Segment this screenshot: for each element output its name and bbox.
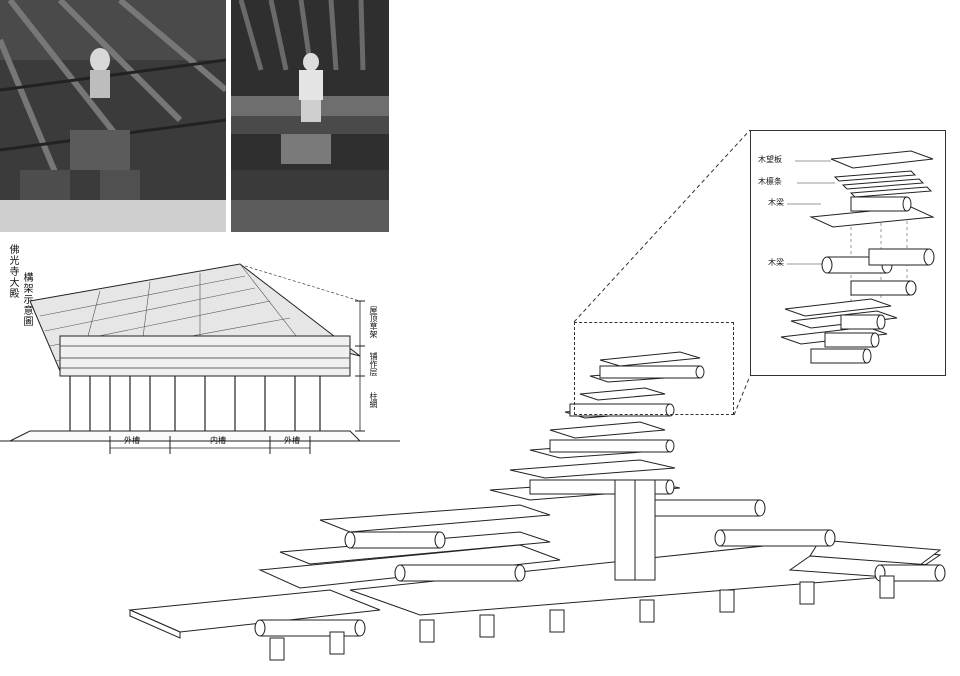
detail-label-beam-lower: 木梁: [768, 258, 784, 267]
section-title: 佛光寺大殿: [7, 244, 18, 299]
bay-label-outer-left: 外槽: [124, 436, 140, 445]
axonometric-structure-model: [120, 320, 960, 672]
hall-section-drawing: [0, 236, 400, 466]
label-bracket-layer: 铺作层: [369, 352, 378, 376]
label-roof-frame: 屋顶草架: [369, 306, 378, 338]
detail-label-purlin: 木檩条: [758, 177, 782, 186]
label-column-grid: 柱網: [369, 392, 378, 408]
zoom-region-frame: [574, 322, 734, 415]
bay-label-inner: 内槽: [210, 436, 226, 445]
detail-label-roof-board: 木望板: [758, 155, 782, 164]
exploded-detail-box: [750, 130, 946, 376]
bay-label-outer-right: 外槽: [284, 436, 300, 445]
historical-photo-person-on-beam: [231, 0, 389, 232]
section-subtitle: 構架示意圖: [21, 272, 32, 327]
detail-label-beam-upper: 木梁: [768, 198, 784, 207]
historical-photo-roof-interior: [0, 0, 226, 232]
